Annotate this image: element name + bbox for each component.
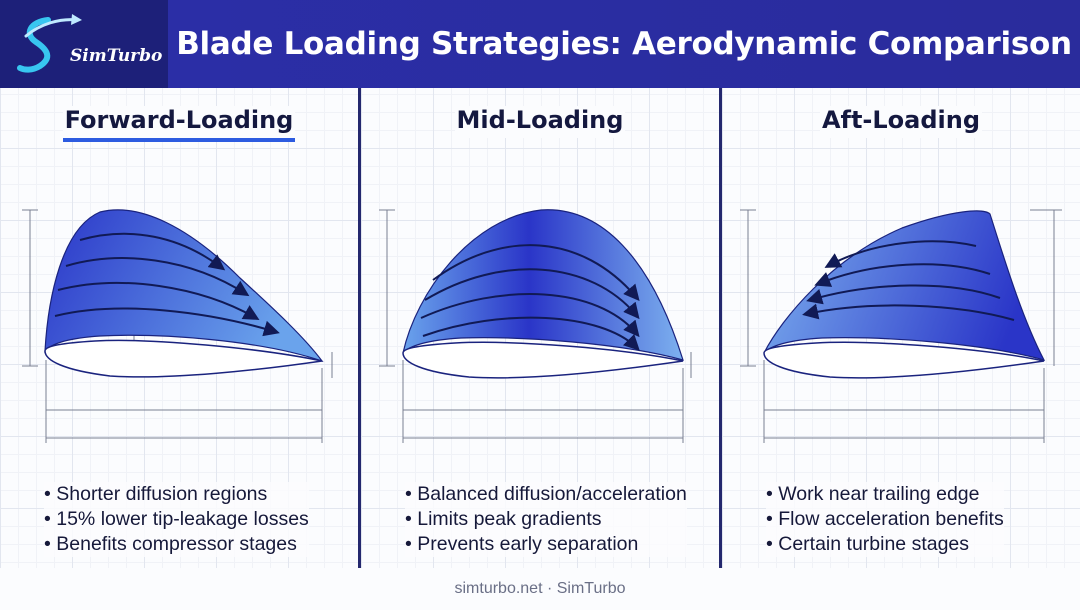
footer-credit: simturbo.net · SimTurbo <box>0 568 1080 603</box>
blade-loading-region <box>402 209 684 361</box>
flow-arrows <box>54 232 280 337</box>
panel-divider <box>719 88 722 568</box>
page-title: Blade Loading Strategies: Aerodynamic Co… <box>176 26 1072 62</box>
list-item: • Work near trailing edge <box>766 482 1004 507</box>
panel-title-mid-loading: Mid-Loading <box>454 106 626 138</box>
panel-mid-loading: Mid-Loading • Balan <box>361 88 719 568</box>
logo: SimTurbo <box>0 0 168 88</box>
forward-loading-blade-diagram <box>22 209 333 443</box>
aft-loading-bullets: • Work near trailing edge • Flow acceler… <box>766 482 1004 557</box>
list-item: • Flow acceleration benefits <box>766 507 1004 532</box>
mid-loading-bullets: • Balanced diffusion/acceleration • Limi… <box>405 482 687 557</box>
panel-divider <box>358 88 361 568</box>
list-item: • 15% lower tip-leakage losses <box>44 507 309 532</box>
header-bar: SimTurbo Blade Loading Strategies: Aerod… <box>0 0 1080 88</box>
panel-title-aft-loading: Aft-Loading <box>819 106 983 138</box>
list-item: • Limits peak gradients <box>405 507 687 532</box>
list-item: • Certain turbine stages <box>766 532 1004 557</box>
flow-arrows <box>802 240 1015 321</box>
list-item: • Benefits compressor stages <box>44 532 309 557</box>
panel-title-forward-loading: Forward-Loading <box>62 106 296 142</box>
aft-loading-blade-diagram <box>740 209 1062 443</box>
dimension-lines <box>22 209 333 443</box>
panel-forward-loading: Forward-Loading <box>0 88 358 568</box>
mid-loading-blade-diagram <box>379 209 692 443</box>
panel-aft-loading: Aft-Loading <box>722 88 1080 568</box>
airfoil-outline <box>763 341 1045 379</box>
logo-text: SimTurbo <box>70 46 163 66</box>
logo-swoosh-icon <box>17 14 82 73</box>
airfoil-outline <box>402 341 684 379</box>
list-item: • Shorter diffusion regions <box>44 482 309 507</box>
forward-loading-bullets: • Shorter diffusion regions • 15% lower … <box>44 482 309 557</box>
list-item: • Balanced diffusion/acceleration <box>405 482 687 507</box>
blade-loading-region <box>44 209 324 363</box>
list-item: • Prevents early separation <box>405 532 687 557</box>
flow-arrows <box>420 244 640 351</box>
airfoil-outline <box>44 339 323 378</box>
